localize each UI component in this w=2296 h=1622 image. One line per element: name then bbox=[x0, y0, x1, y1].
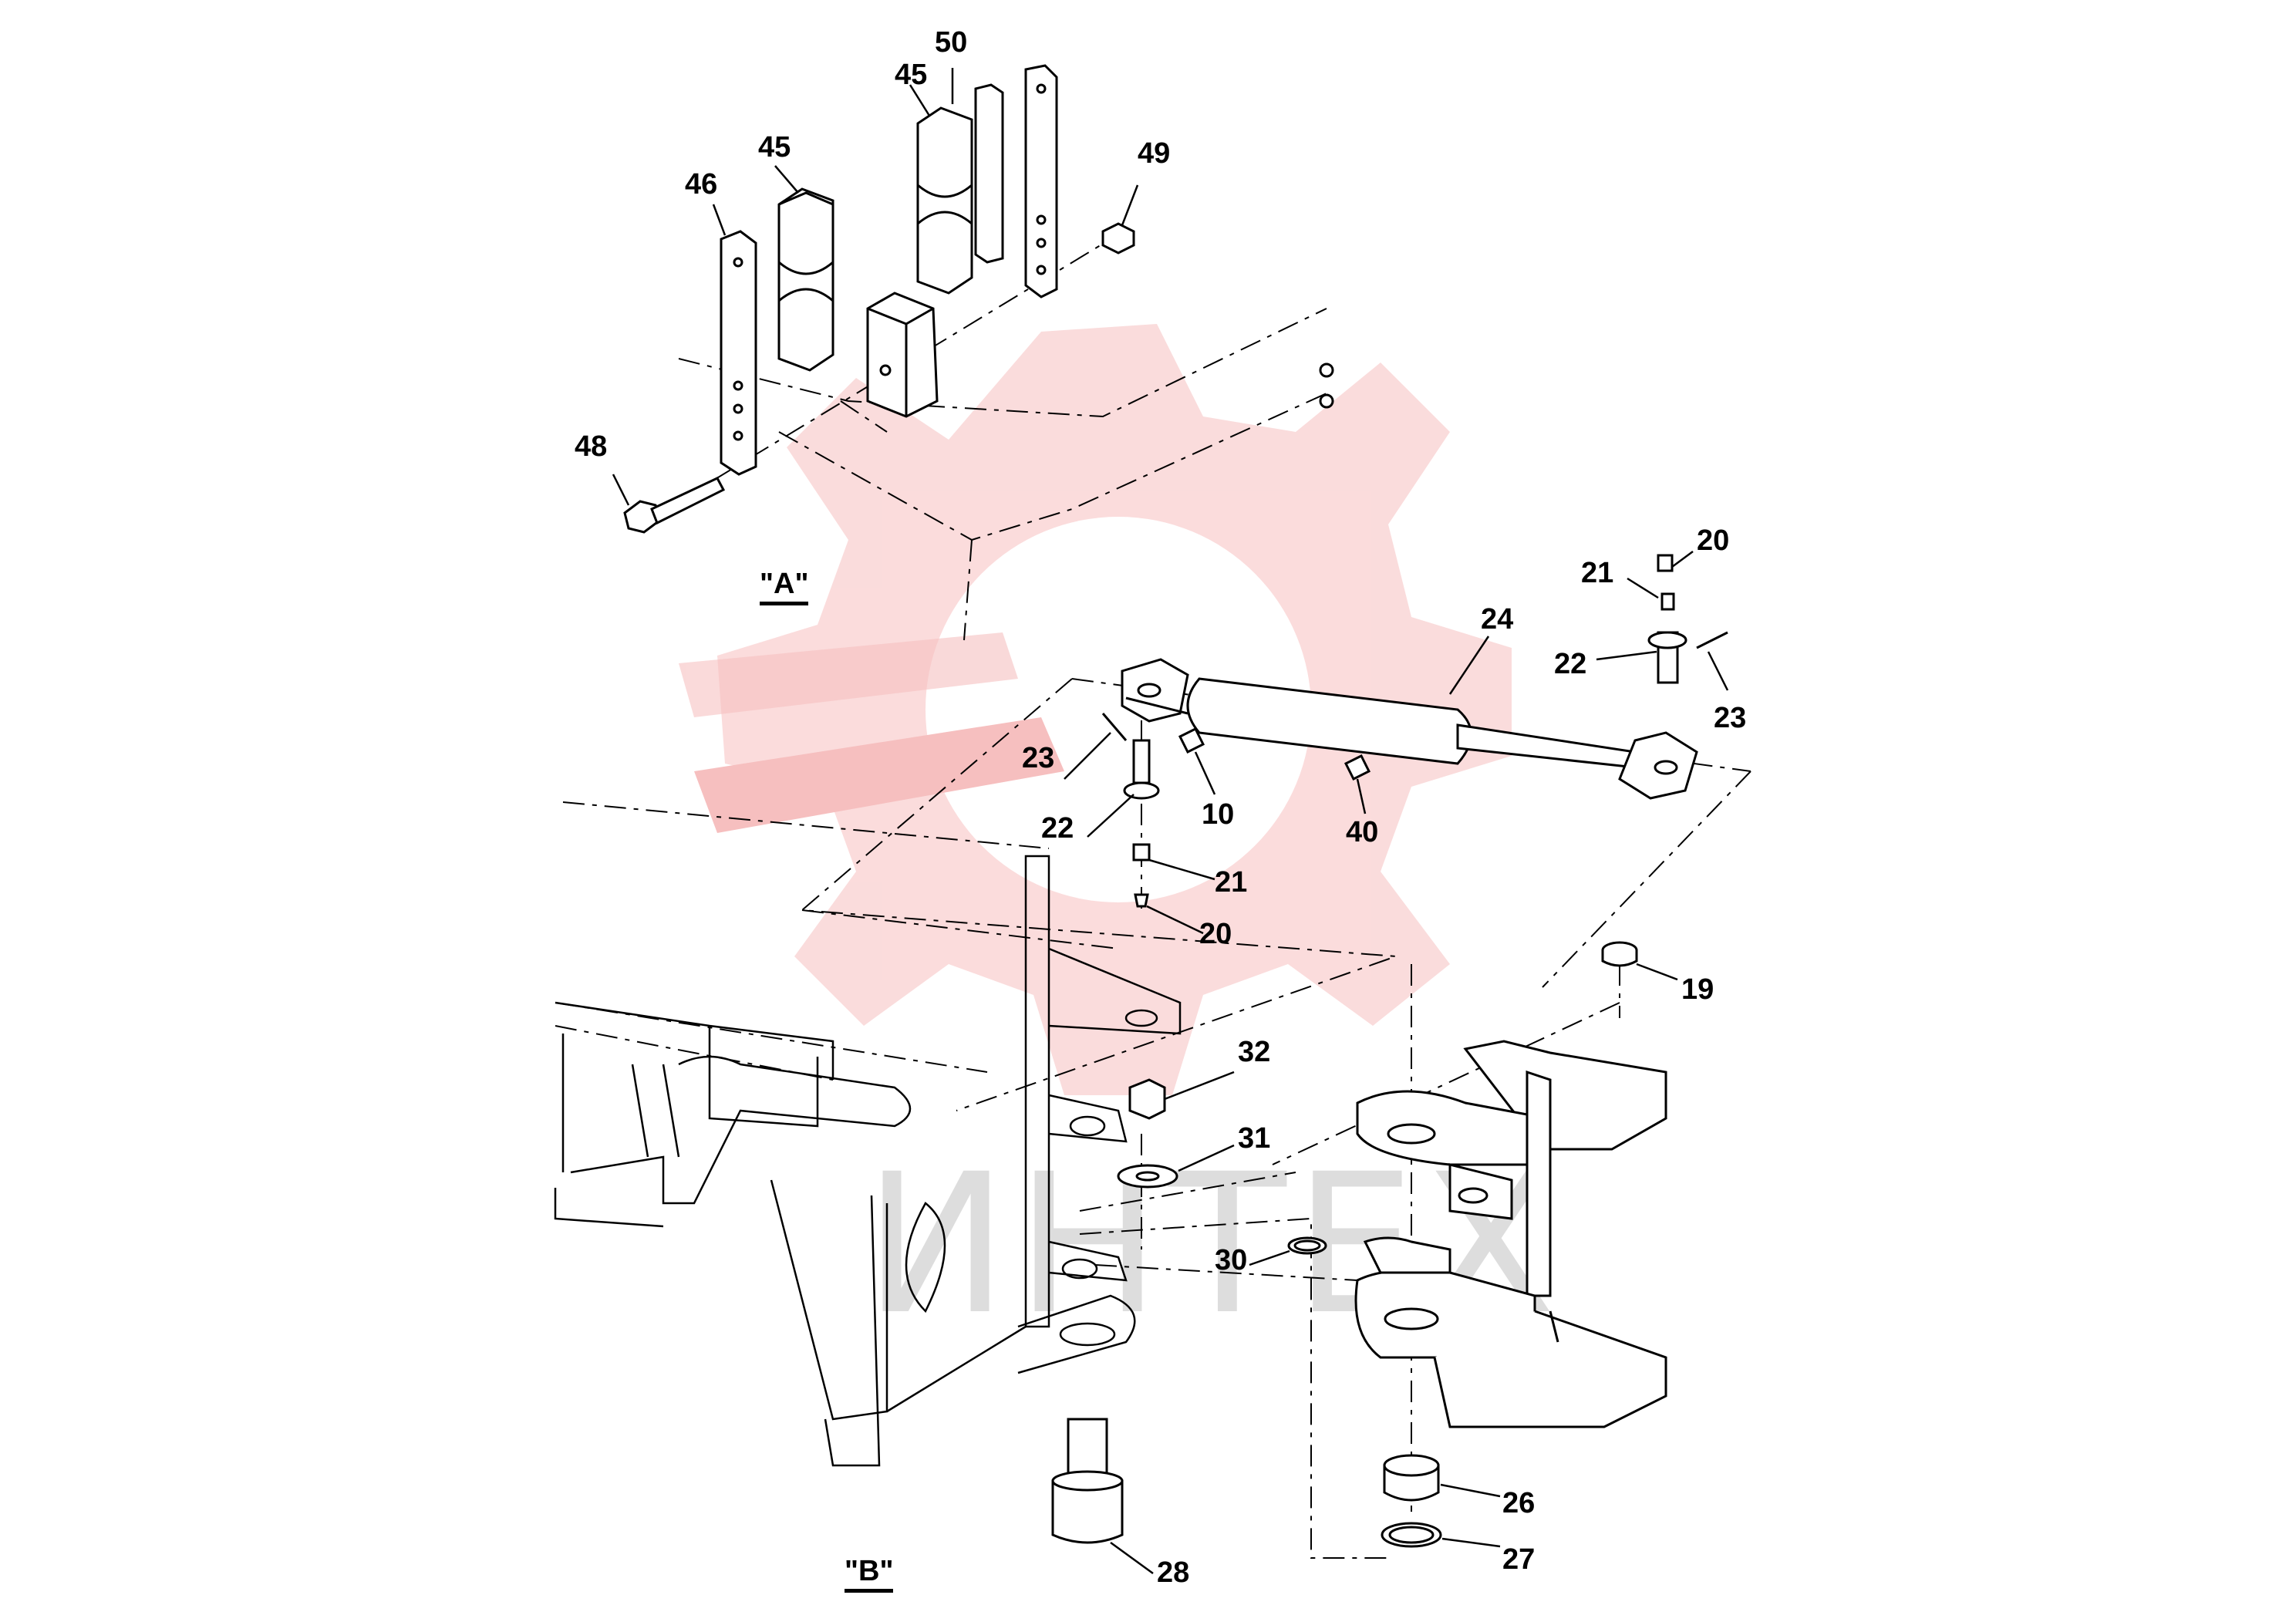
callout-23: 23 bbox=[1714, 702, 1747, 734]
callout-19: 19 bbox=[1681, 973, 1714, 1006]
hardware-parts bbox=[1051, 941, 1638, 1548]
callout-40: 40 bbox=[1346, 816, 1379, 848]
callout-21: 21 bbox=[1581, 557, 1614, 589]
leader-lines bbox=[612, 68, 1729, 1575]
callout-22: 22 bbox=[1041, 812, 1074, 845]
support-bracket bbox=[1354, 1040, 1667, 1428]
view-label-a: "A" bbox=[760, 569, 809, 605]
callout-20: 20 bbox=[1199, 918, 1232, 950]
callout-50: 50 bbox=[935, 26, 968, 59]
clamp-45-right bbox=[916, 106, 973, 295]
callout-24: 24 bbox=[1481, 603, 1514, 636]
callout-30: 30 bbox=[1215, 1244, 1248, 1276]
callout-49: 49 bbox=[1138, 137, 1171, 170]
mounting-block bbox=[866, 292, 939, 418]
view-label-b: "B" bbox=[845, 1556, 894, 1593]
gear-icon bbox=[679, 324, 1512, 1095]
callout-28: 28 bbox=[1157, 1556, 1190, 1589]
clamp-45-left bbox=[777, 187, 834, 372]
callout-26: 26 bbox=[1502, 1487, 1536, 1519]
callout-10: 10 bbox=[1202, 798, 1235, 831]
hydraulic-cylinder-24 bbox=[1101, 554, 1728, 908]
callout-48: 48 bbox=[575, 430, 608, 463]
callout-23: 23 bbox=[1022, 742, 1055, 774]
callout-21: 21 bbox=[1215, 866, 1248, 899]
callout-45: 45 bbox=[895, 59, 928, 91]
plate-right bbox=[1024, 64, 1058, 298]
callout-22: 22 bbox=[1554, 648, 1587, 680]
callout-20: 20 bbox=[1697, 524, 1730, 557]
callout-27: 27 bbox=[1502, 1543, 1536, 1576]
callout-45: 45 bbox=[758, 131, 791, 164]
callout-46: 46 bbox=[685, 168, 718, 201]
nut-49 bbox=[1101, 222, 1135, 255]
callout-31: 31 bbox=[1238, 1122, 1271, 1155]
main-frame bbox=[554, 855, 1182, 1467]
callout-32: 32 bbox=[1238, 1036, 1271, 1068]
plate-50 bbox=[974, 83, 1004, 264]
view-a-parts bbox=[623, 64, 1334, 534]
plate-46 bbox=[720, 230, 757, 476]
